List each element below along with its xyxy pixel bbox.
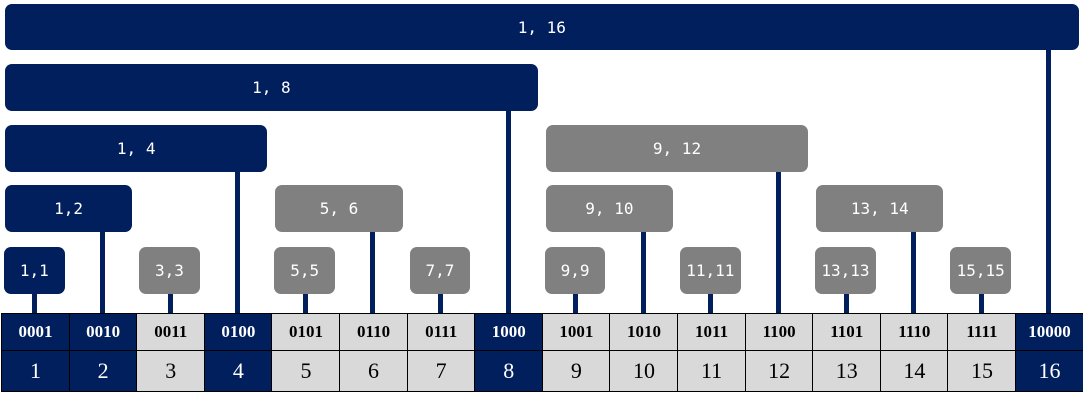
index-cell: 16: [1015, 350, 1083, 392]
index-cell: 6: [339, 350, 409, 392]
segment-stem: [99, 230, 105, 313]
range-segment: 9, 12: [545, 125, 809, 172]
range-segment: 11,11: [680, 247, 741, 294]
index-cell: 7: [406, 350, 476, 392]
range-segment: 1, 8: [5, 64, 538, 111]
binary-cell: 0011: [136, 313, 206, 352]
binary-cell: 1100: [744, 313, 814, 352]
segment-stem: [1046, 48, 1052, 313]
binary-cell: 1110: [879, 313, 949, 352]
index-cell: 1: [1, 350, 71, 392]
range-segment: 9,9: [544, 247, 606, 294]
binary-cell: 0001: [1, 313, 71, 352]
segment-stem: [911, 230, 917, 313]
range-segment: 9, 10: [545, 185, 673, 232]
range-segment: 5, 6: [275, 185, 403, 232]
binary-cell: 1010: [609, 313, 679, 352]
segment-stem: [32, 292, 38, 313]
binary-cell: 0110: [339, 313, 409, 352]
range-segment: 7,7: [409, 247, 471, 294]
index-cell: 2: [68, 350, 138, 392]
range-segment: 1,2: [5, 185, 133, 232]
binary-cell: 1001: [541, 313, 611, 352]
range-segment: 13,13: [815, 247, 876, 294]
index-cell: 9: [541, 350, 611, 392]
binary-cell: 10000: [1015, 313, 1083, 352]
binary-cell: 1000: [474, 313, 544, 352]
segment-stem: [235, 170, 241, 313]
binary-cell: 0010: [68, 313, 138, 352]
index-cell: 10: [609, 350, 679, 392]
binary-cell: 1011: [677, 313, 747, 352]
segment-stem: [437, 292, 443, 313]
segment-stem: [640, 230, 646, 313]
range-segment: 1,1: [4, 247, 65, 294]
binary-cell: 1101: [812, 313, 882, 352]
segment-stem: [708, 292, 714, 313]
segment-stem: [775, 170, 781, 313]
binary-cell: 0100: [203, 313, 273, 352]
range-segment: 5,5: [274, 247, 335, 294]
segment-stem: [167, 292, 173, 313]
segment-stem: [505, 109, 511, 313]
index-cell: 4: [203, 350, 273, 392]
index-cell: 5: [271, 350, 341, 392]
binary-cell: 0101: [271, 313, 341, 352]
binary-cell: 1111: [947, 313, 1017, 352]
range-segment: 1, 4: [5, 125, 268, 172]
segment-stem: [978, 292, 984, 313]
binary-cell: 0111: [406, 313, 476, 352]
segment-stem: [843, 292, 849, 313]
segment-stem: [573, 292, 579, 313]
range-segment: 3,3: [139, 247, 200, 294]
index-cell: 3: [136, 350, 206, 392]
index-cell: 12: [744, 350, 814, 392]
segment-stem: [302, 292, 308, 313]
index-cell: 11: [677, 350, 747, 392]
index-cell: 13: [812, 350, 882, 392]
range-segment: 1, 16: [5, 4, 1079, 50]
segment-stem: [370, 230, 376, 313]
index-cell: 8: [474, 350, 544, 392]
range-segment: 13, 14: [816, 185, 944, 232]
index-cell: 15: [947, 350, 1017, 392]
range-segment: 15,15: [950, 247, 1011, 294]
index-cell: 14: [879, 350, 949, 392]
